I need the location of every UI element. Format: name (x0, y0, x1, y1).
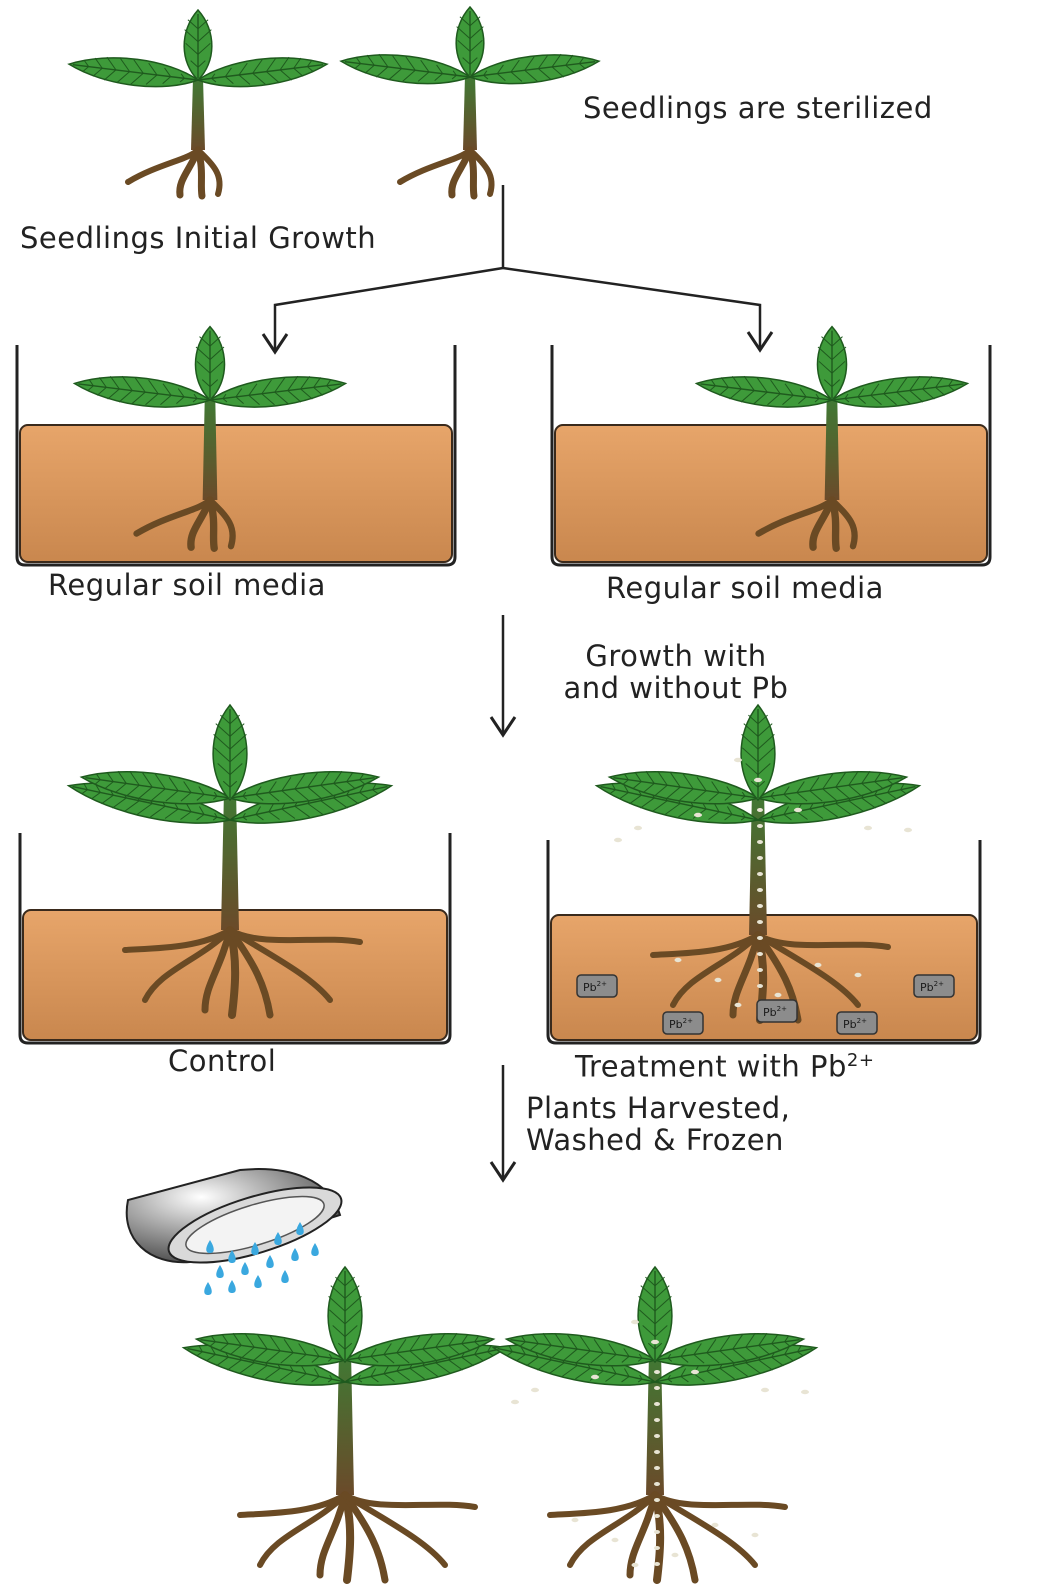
pb-badge-2: Pb2+ (914, 975, 954, 997)
label-soil-left: Regular soil media (48, 569, 326, 601)
water-drop (266, 1255, 274, 1268)
label-control: Control (168, 1045, 276, 1077)
leaf-top (456, 7, 484, 77)
roots (128, 150, 220, 196)
label-treatment-charge: 2+ (847, 1050, 875, 1071)
label-harvest-line1: Plants Harvested, (526, 1092, 790, 1124)
leaf-right (208, 370, 347, 414)
label-seedlings-sterilized: Seedlings are sterilized (583, 92, 933, 124)
label-initial-growth: Seedlings Initial Growth (20, 222, 376, 254)
label-soil-right: Regular soil media (606, 572, 884, 604)
leaf-left (695, 370, 834, 414)
pb-badge-1: Pb2+ (577, 975, 617, 997)
label-growth-step: Growth with and without Pb (526, 640, 826, 704)
water-drop (281, 1270, 289, 1283)
roots (400, 150, 492, 196)
label-treatment: Treatment with Pb2+ (575, 1045, 874, 1083)
water-drop (216, 1265, 224, 1278)
water-drop (291, 1248, 299, 1261)
leaf-top (213, 705, 247, 800)
seedling-top-right (339, 7, 600, 196)
label-growth-line2: and without Pb (526, 672, 826, 704)
leaf-top (184, 10, 212, 80)
label-harvest-step: Plants Harvested, Washed & Frozen (526, 1092, 790, 1156)
seedling-top-left (67, 10, 328, 196)
pb-badge-3: Pb2+ (757, 1000, 797, 1022)
leaf-top (195, 327, 224, 401)
leaf-top (817, 327, 846, 401)
arrow-to-left-pot (275, 268, 503, 352)
label-treatment-text: Treatment with Pb (575, 1050, 847, 1084)
leaf-right (196, 51, 328, 93)
leaf-left (73, 370, 212, 414)
label-growth-line1: Growth with (526, 640, 826, 672)
leaf-top (328, 1267, 362, 1362)
shower-head-icon (127, 1169, 350, 1295)
leaf-top (638, 1267, 672, 1362)
pot-regular-left (17, 345, 455, 565)
water-drop (254, 1275, 262, 1288)
roots (550, 1495, 785, 1580)
pb-badge-5: Pb2+ (837, 1012, 877, 1034)
water-drop (311, 1243, 319, 1256)
label-harvest-line2: Washed & Frozen (526, 1124, 790, 1156)
plant-washed-treatment (491, 1267, 820, 1580)
leaf-left (67, 51, 199, 93)
leaf-left (339, 48, 471, 90)
soil (20, 425, 452, 562)
leaf-right (830, 370, 969, 414)
leaf-right (468, 48, 600, 90)
water-drop (241, 1262, 249, 1275)
water-drop (204, 1282, 212, 1295)
plant-washed-control (181, 1267, 510, 1580)
arrow-to-right-pot (503, 268, 760, 350)
water-drop (228, 1280, 236, 1293)
roots (240, 1495, 475, 1580)
leaf-top (741, 705, 775, 800)
soil (555, 425, 987, 562)
pb-badge-4: Pb2+ (663, 1012, 703, 1034)
